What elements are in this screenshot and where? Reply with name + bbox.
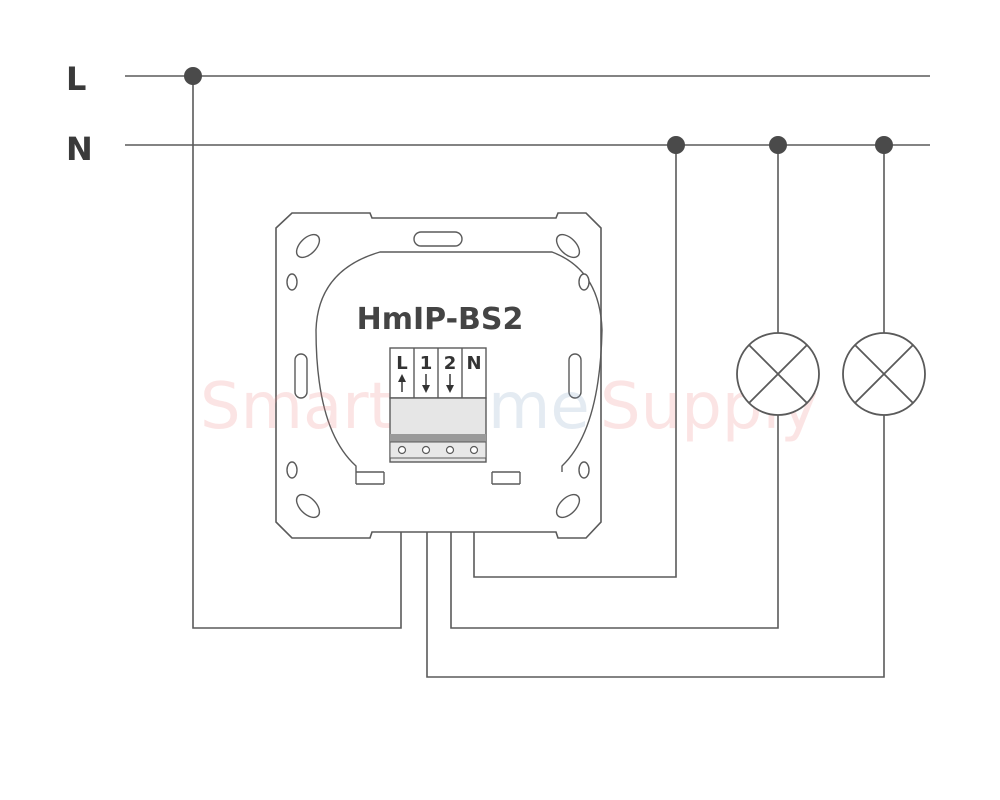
mounting-slot-top [413, 231, 463, 247]
junction-dot-neutral-2 [769, 136, 787, 154]
lamp-symbol-2 [842, 332, 926, 416]
terminal-label-n: N [466, 353, 481, 374]
terminal-block [389, 397, 487, 463]
terminal-label-1: 1 [420, 353, 433, 374]
device-title: HmIP-BS2 [357, 302, 524, 337]
terminal-label-box: L 1 2 N [389, 347, 487, 399]
junction-dot-neutral-3 [875, 136, 893, 154]
terminal-label-l: L [396, 353, 407, 374]
terminal-screw-2 [445, 445, 455, 455]
lamp-symbol-1 [736, 332, 820, 416]
terminal-screw-n [469, 445, 479, 455]
junction-dot-live [184, 67, 202, 85]
mounting-slot-left [294, 353, 308, 399]
terminal-label-2: 2 [444, 353, 457, 374]
arrow-up-icon [398, 374, 406, 392]
mounting-hole-right-lower [578, 461, 590, 479]
wire-terminal-2-to-lamp-1 [450, 414, 779, 629]
terminal-screw-1 [421, 445, 431, 455]
mounting-slot-bottom-left [295, 493, 321, 519]
watermark: SmartH me Supply [200, 370, 818, 444]
watermark-text-2: me [488, 370, 590, 444]
mounting-slot-top-right [555, 233, 581, 259]
mounting-slot-right [568, 353, 582, 399]
mounting-hole-left-upper [286, 273, 298, 291]
live-rail-label: L [66, 60, 86, 98]
neutral-rail-label: N [66, 130, 93, 168]
mounting-hole-left-lower [286, 461, 298, 479]
mounting-slot-bottom-right [555, 493, 581, 519]
wire-terminal-1-to-lamp-2 [426, 414, 885, 678]
wire-live-to-terminal-l [192, 76, 402, 629]
arrow-down-icon [446, 374, 454, 393]
terminal-screw-l [397, 445, 407, 455]
arrow-down-icon [422, 374, 430, 393]
mounting-slot-top-left [295, 233, 321, 259]
mounting-hole-right-upper [578, 273, 590, 291]
junction-dot-neutral-1 [667, 136, 685, 154]
